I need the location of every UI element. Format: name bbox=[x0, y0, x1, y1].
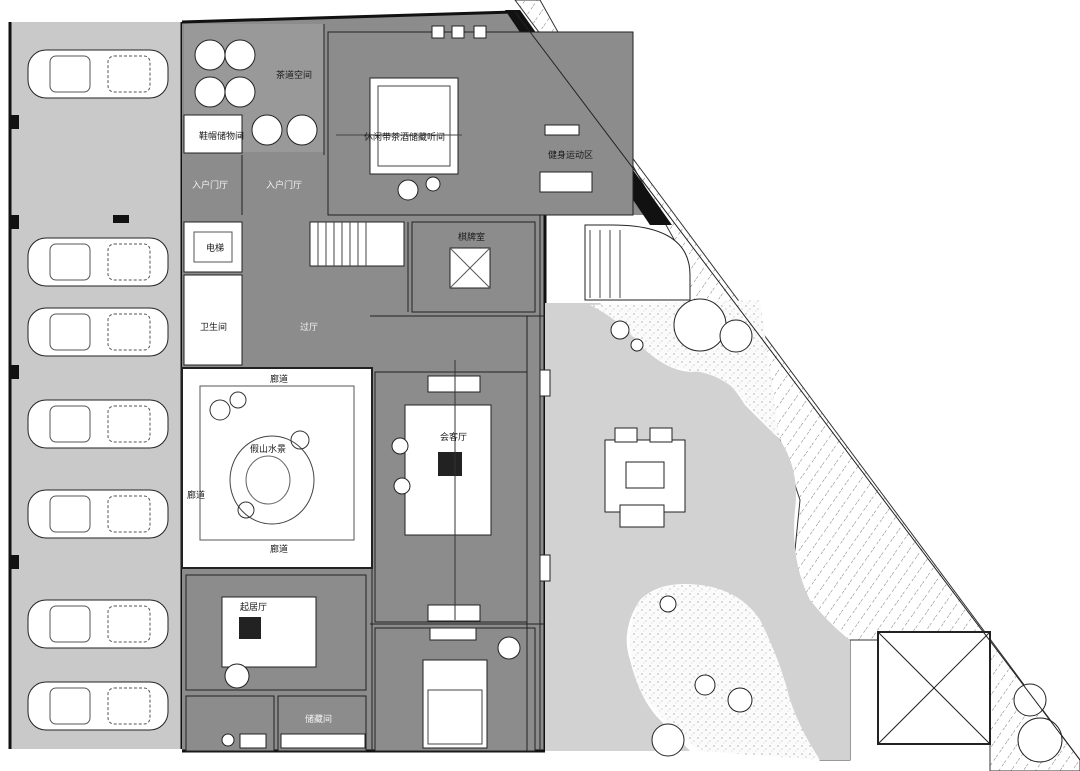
label-storage: 储藏间 bbox=[305, 713, 332, 725]
garden-lawn bbox=[545, 303, 850, 760]
label-entry-right: 入户门厅 bbox=[266, 179, 302, 191]
gravel-patch-lower bbox=[630, 584, 820, 760]
label-entry-left: 入户门厅 bbox=[192, 179, 228, 191]
parked-car bbox=[27, 599, 169, 649]
parked-car bbox=[27, 237, 169, 287]
label-toilet: 卫生间 bbox=[200, 321, 227, 333]
parked-car bbox=[27, 307, 169, 357]
label-corridor: 过厅 bbox=[300, 321, 318, 333]
parked-car bbox=[27, 49, 169, 99]
label-courtyard-left: 廊道 bbox=[187, 489, 205, 501]
label-courtyard-center: 假山水景 bbox=[250, 443, 286, 455]
parked-car bbox=[27, 681, 169, 731]
label-tea-room: 茶道空间 bbox=[276, 69, 312, 81]
label-elevator: 电梯 bbox=[206, 242, 224, 254]
label-gym: 健身运动区 bbox=[548, 149, 593, 161]
tree-cluster bbox=[610, 298, 1063, 763]
label-study: 休闲带茶酒储藏听间 bbox=[364, 131, 445, 143]
label-living: 起居厅 bbox=[240, 602, 267, 613]
parked-car bbox=[27, 399, 169, 449]
label-mahjong: 棋牌室 bbox=[458, 231, 485, 243]
label-courtyard-bottom: 廊道 bbox=[270, 543, 288, 555]
pavilion bbox=[877, 631, 991, 745]
label-reception: 会客厅 bbox=[440, 431, 467, 443]
label-courtyard-top: 廊道 bbox=[270, 373, 288, 385]
courtyard bbox=[181, 367, 373, 569]
label-hat-storage: 鞋帽储物间 bbox=[199, 130, 244, 142]
staircase bbox=[309, 221, 405, 267]
parked-car bbox=[27, 489, 169, 539]
